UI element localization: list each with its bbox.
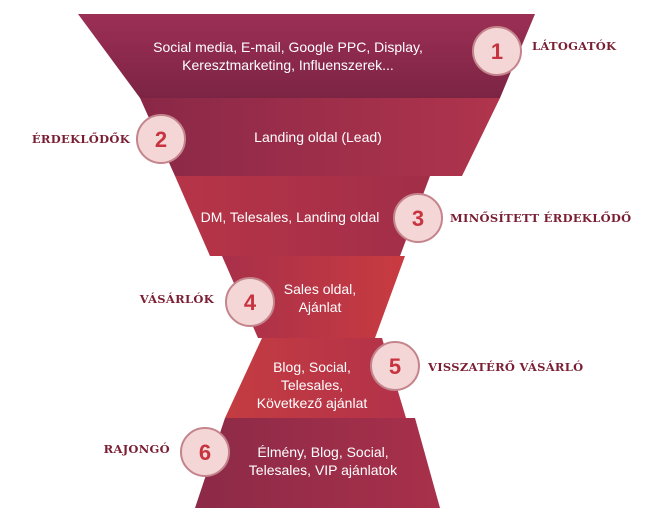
funnel-band-2: Landing oldal (Lead): [140, 98, 500, 176]
band-5-line-3: Következő ajánlat: [257, 395, 368, 411]
band-1-line-1: Social media, E-mail, Google PPC, Displa…: [153, 39, 423, 55]
stage-number-badge-3: 3: [393, 193, 443, 243]
funnel-band-5: Blog, Social, Telesales, Következő ajánl…: [225, 338, 406, 418]
band-6-line-2: Telesales, VIP ajánlatok: [249, 462, 398, 478]
stage-number-badge-2: 2: [136, 114, 186, 164]
funnel-band-1: Social media, E-mail, Google PPC, Displa…: [78, 14, 535, 98]
stage-number-6: 6: [199, 440, 211, 465]
stage-number-badge-4: 4: [225, 277, 275, 327]
stage-label-6: RAJONGÓ: [104, 442, 170, 456]
stage-label-2: ÉRDEKLŐDŐK: [32, 132, 131, 146]
band-3-line-1: DM, Telesales, Landing oldal: [201, 209, 380, 225]
stage-label-5: VISSZATÉRŐ VÁSÁRLÓ: [427, 360, 584, 374]
band-4-line-1: Sales oldal,: [284, 281, 356, 297]
funnel-band-3: DM, Telesales, Landing oldal: [175, 176, 430, 256]
stage-number-4: 4: [244, 290, 257, 315]
stage-number-badge-1: 1: [472, 26, 522, 76]
stage-number-badge-6: 6: [180, 427, 230, 477]
band-5-line-2: Telesales,: [281, 377, 343, 393]
band-2-line-1: Landing oldal (Lead): [254, 129, 382, 145]
stage-number-2: 2: [155, 127, 167, 152]
band-6-line-1: Élmény, Blog, Social,: [257, 444, 388, 460]
stage-number-3: 3: [412, 206, 424, 231]
stage-label-4: VÁSÁRLÓK: [139, 292, 215, 306]
funnel-band-6: Élmény, Blog, Social, Telesales, VIP ajá…: [195, 418, 440, 508]
stage-number-badge-5: 5: [370, 341, 420, 391]
band-5-line-1: Blog, Social,: [273, 359, 351, 375]
stage-number-1: 1: [491, 39, 503, 64]
stage-label-3: MINŐSÍTETT ÉRDEKLŐDŐ: [450, 211, 632, 225]
band-1-line-2: Keresztmarketing, Influenszerek...: [182, 57, 394, 73]
stage-number-5: 5: [389, 354, 401, 379]
band-4-line-2: Ajánlat: [299, 299, 342, 315]
stage-label-1: LÁTOGATÓK: [532, 39, 617, 53]
